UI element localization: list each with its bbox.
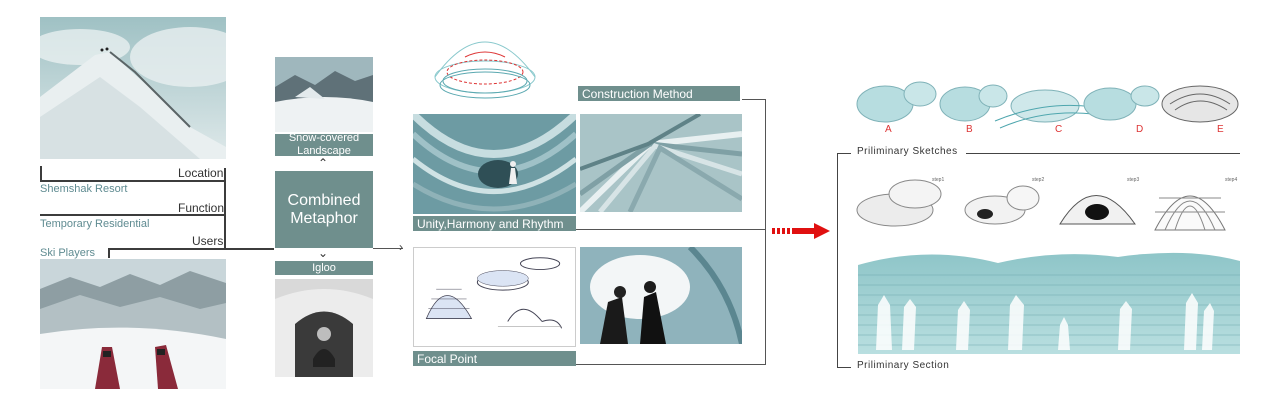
rock-waves-photo	[580, 114, 742, 212]
sketch-letter-a: A	[885, 124, 892, 135]
igloo-caption: Igloo	[275, 261, 373, 275]
snow-landscape-caption: Snow-covered Landscape	[275, 132, 373, 157]
step-forms	[855, 172, 1235, 234]
sketches-title: Priliminary Sketches	[857, 146, 958, 157]
sketch-letter-d: D	[1136, 124, 1144, 135]
chevron-up-icon: ⌃	[318, 156, 329, 170]
sketch-letter-b: B	[966, 124, 973, 135]
location-line	[40, 180, 226, 182]
step4-label: step4	[1225, 177, 1238, 183]
unity-harmony-label: Unity,Harmony and Rhythm	[413, 216, 576, 231]
combined-metaphor-box: Combined Metaphor	[275, 171, 373, 248]
location-value: Shemshak Resort	[40, 183, 128, 195]
red-arrow-icon	[772, 223, 832, 239]
function-value: Temporary Residential	[40, 218, 150, 230]
dome-diagram	[425, 27, 545, 107]
location-label: Location	[178, 166, 224, 180]
section-render	[858, 245, 1240, 354]
step1-label: step1	[932, 177, 945, 183]
snow-landscape-photo	[275, 57, 373, 132]
igloo-construction-drawing	[413, 247, 576, 347]
construction-method-label: Construction Method	[578, 86, 740, 101]
ice-tunnel-photo	[580, 247, 742, 344]
chevron-down-icon: ⌄	[318, 246, 329, 260]
sketch-letter-e: E	[1217, 124, 1224, 135]
ski-view-photo	[40, 259, 226, 389]
ice-cave-photo	[413, 114, 576, 214]
function-label: Function	[178, 201, 225, 215]
igloo-photo	[275, 279, 373, 377]
mountain-peak-photo	[40, 17, 226, 159]
users-label: Users	[192, 234, 224, 248]
arrow-right-icon: ›	[399, 240, 403, 254]
section-title: Priliminary Section	[857, 360, 950, 371]
focal-point-label: Focal Point	[413, 351, 576, 366]
step3-label: step3	[1127, 177, 1140, 183]
step2-label: step2	[1032, 177, 1045, 183]
users-value: Ski Players	[40, 247, 96, 259]
sketch-forms	[855, 76, 1245, 136]
function-line	[40, 214, 226, 216]
sketch-letter-c: C	[1055, 124, 1063, 135]
